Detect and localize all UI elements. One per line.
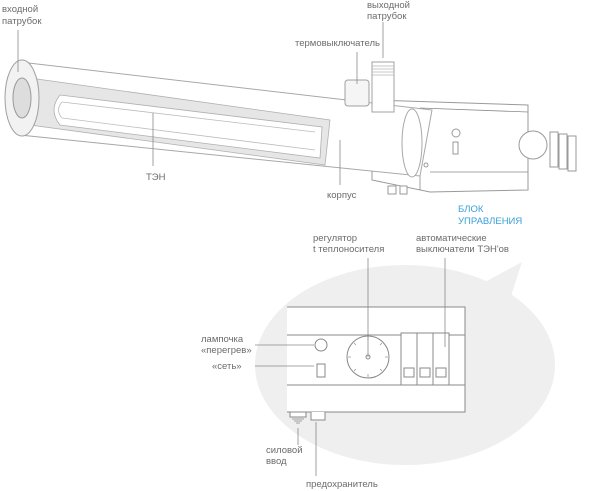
label-fuse: предохранитель bbox=[306, 479, 378, 490]
power-switch[interactable] bbox=[316, 363, 326, 378]
label-control-unit-2: УПРАВЛЕНИЯ bbox=[458, 216, 522, 227]
fuse-holder bbox=[310, 412, 326, 421]
control-unit-dial bbox=[518, 130, 548, 160]
label-temp-regulator-1: регулятор bbox=[313, 233, 357, 244]
label-inlet-pipe-2: патрубок bbox=[2, 16, 42, 27]
label-control-unit-1: БЛОК bbox=[458, 204, 484, 215]
label-outlet-pipe-1: выходной bbox=[367, 0, 410, 11]
overheat-lamp bbox=[314, 338, 328, 352]
label-overheat-lamp-1: лампочка bbox=[201, 334, 244, 345]
label-power-input-2: ввод bbox=[266, 456, 287, 467]
label-power-switch: «сеть» bbox=[212, 361, 242, 372]
control-panel bbox=[255, 258, 466, 476]
power-input-gland bbox=[289, 411, 307, 424]
label-auto-breakers-1: автоматические bbox=[416, 233, 487, 244]
label-temp-regulator-2: t теплоносителя bbox=[313, 244, 384, 255]
control-unit-switch bbox=[452, 141, 459, 155]
label-overheat-lamp-2: «перегрев» bbox=[201, 345, 252, 356]
boiler-body bbox=[4, 22, 577, 195]
label-auto-breakers-2: выключатели ТЭН'ов bbox=[416, 244, 509, 255]
outlet-pipe bbox=[371, 61, 395, 113]
label-inlet-pipe-1: входной bbox=[2, 4, 38, 15]
label-thermo-switch: термовыключатель bbox=[295, 38, 380, 49]
breakers bbox=[400, 332, 450, 386]
label-outlet-pipe-2: патрубок bbox=[367, 11, 407, 22]
label-heating-element: ТЭН bbox=[146, 172, 166, 183]
label-housing: корпус bbox=[327, 190, 357, 201]
label-power-input-1: силовой bbox=[266, 445, 303, 456]
